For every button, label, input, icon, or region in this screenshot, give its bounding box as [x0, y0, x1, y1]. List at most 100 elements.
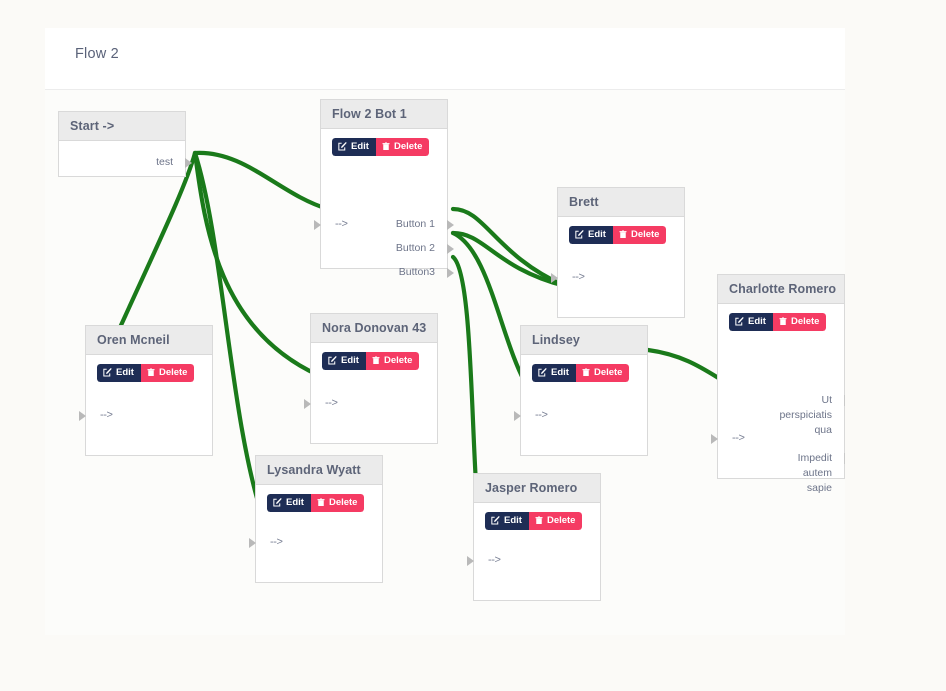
pencil-square-icon [103, 368, 112, 377]
input-marker-nora-0 [304, 399, 311, 409]
edit-button-label: Edit [588, 229, 606, 240]
input-port-charlotte-0[interactable]: --> [732, 432, 745, 444]
edit-button-oren[interactable]: Edit [97, 364, 141, 382]
output-marker-start-0 [185, 158, 192, 168]
edit-button-label: Edit [341, 355, 359, 366]
input-port-flow2bot1-0[interactable]: --> [335, 218, 348, 230]
page-title: Flow 2 [75, 46, 119, 62]
edit-button-charlotte[interactable]: Edit [729, 313, 773, 331]
edge-4 [450, 206, 568, 289]
delete-button-label: Delete [328, 497, 358, 508]
delete-button-label: Delete [546, 515, 576, 526]
edit-button-nora[interactable]: Edit [322, 352, 366, 370]
node-actions-flow2bot1: Edit Delete [332, 138, 430, 156]
output-marker-flow2bot1-2 [447, 268, 454, 278]
input-port-lindsey-0[interactable]: --> [535, 409, 548, 421]
output-label-line: perspiciatis [779, 409, 832, 422]
node-title-lindsey: Lindsey [521, 326, 647, 355]
output-label-line: Ut [821, 394, 833, 406]
node-body-start: test [59, 141, 192, 176]
delete-button-jasper[interactable]: Delete [528, 512, 583, 530]
input-marker-jasper-0 [467, 556, 474, 566]
edit-button-lindsey[interactable]: Edit [532, 364, 576, 382]
edge-2 [192, 150, 321, 378]
trash-icon [372, 356, 380, 365]
delete-button-nora[interactable]: Delete [365, 352, 420, 370]
edit-button-jasper[interactable]: Edit [485, 512, 529, 530]
edge-8 [645, 347, 728, 385]
input-port-lysandra-0[interactable]: --> [270, 536, 283, 548]
output-port-flow2bot1-0[interactable]: Button 1 [395, 218, 435, 230]
edge-5 [450, 230, 568, 289]
edit-button-label: Edit [351, 141, 369, 152]
output-stub-charlotte-0 [844, 395, 845, 406]
output-port-flow2bot1-2[interactable]: Button3 [398, 266, 435, 278]
delete-button-oren[interactable]: Delete [140, 364, 195, 382]
node-body-flow2bot1: Edit Delete --> Button 1 Button 2 Button3 [314, 129, 454, 278]
delete-button-brett[interactable]: Delete [612, 226, 667, 244]
node-title-nora: Nora Donovan 43 [311, 314, 437, 343]
input-marker-charlotte-0 [711, 434, 718, 444]
node-title-jasper: Jasper Romero [474, 474, 600, 503]
edit-button-label: Edit [286, 497, 304, 508]
delete-button-lysandra[interactable]: Delete [310, 494, 365, 512]
input-port-jasper-0[interactable]: --> [488, 554, 501, 566]
node-start[interactable]: Start -> test [58, 111, 192, 177]
trash-icon [147, 368, 155, 377]
output-port-start-0[interactable]: test [156, 156, 173, 168]
pencil-square-icon [328, 356, 337, 365]
output-port-flow2bot1-1[interactable]: Button 2 [395, 242, 435, 254]
delete-button-flow2bot1[interactable]: Delete [375, 138, 430, 156]
trash-icon [619, 230, 627, 239]
pencil-square-icon [575, 230, 584, 239]
node-nora[interactable]: Nora Donovan 43 Edit Delete --> [304, 313, 438, 444]
output-stub-charlotte-1 [844, 453, 845, 464]
edit-button-label: Edit [551, 367, 569, 378]
edit-button-lysandra[interactable]: Edit [267, 494, 311, 512]
input-marker-lysandra-0 [249, 538, 256, 548]
delete-button-label: Delete [593, 367, 623, 378]
input-marker-flow2bot1-0 [314, 220, 321, 230]
node-body-lindsey: Edit Delete --> [514, 355, 647, 455]
edit-button-label: Edit [116, 367, 134, 378]
node-actions-brett: Edit Delete [569, 226, 667, 244]
input-port-oren-0[interactable]: --> [100, 409, 113, 421]
node-title-start: Start -> [59, 112, 185, 141]
input-port-brett-0[interactable]: --> [572, 271, 585, 283]
trash-icon [535, 516, 543, 525]
trash-icon [382, 142, 390, 151]
node-body-jasper: Edit Delete --> [467, 503, 600, 600]
node-body-oren: Edit Delete --> [79, 355, 212, 455]
trash-icon [582, 368, 590, 377]
input-port-nora-0[interactable]: --> [325, 397, 338, 409]
edit-button-flow2bot1[interactable]: Edit [332, 138, 376, 156]
node-title-brett: Brett [558, 188, 684, 217]
node-title-lysandra: Lysandra Wyatt [256, 456, 382, 485]
delete-button-lindsey[interactable]: Delete [575, 364, 630, 382]
trash-icon [317, 498, 325, 507]
delete-button-charlotte[interactable]: Delete [772, 313, 827, 331]
input-marker-lindsey-0 [514, 411, 521, 421]
delete-button-label: Delete [383, 355, 413, 366]
edit-button-brett[interactable]: Edit [569, 226, 613, 244]
input-marker-oren-0 [79, 411, 86, 421]
node-actions-nora: Edit Delete [322, 352, 420, 370]
edge-6 [450, 230, 531, 391]
output-label-line: Impedit [797, 452, 832, 464]
output-label-line: autem [802, 467, 832, 480]
trash-icon [779, 317, 787, 326]
node-title-oren: Oren Mcneil [86, 326, 212, 355]
edge-0 [192, 150, 331, 212]
